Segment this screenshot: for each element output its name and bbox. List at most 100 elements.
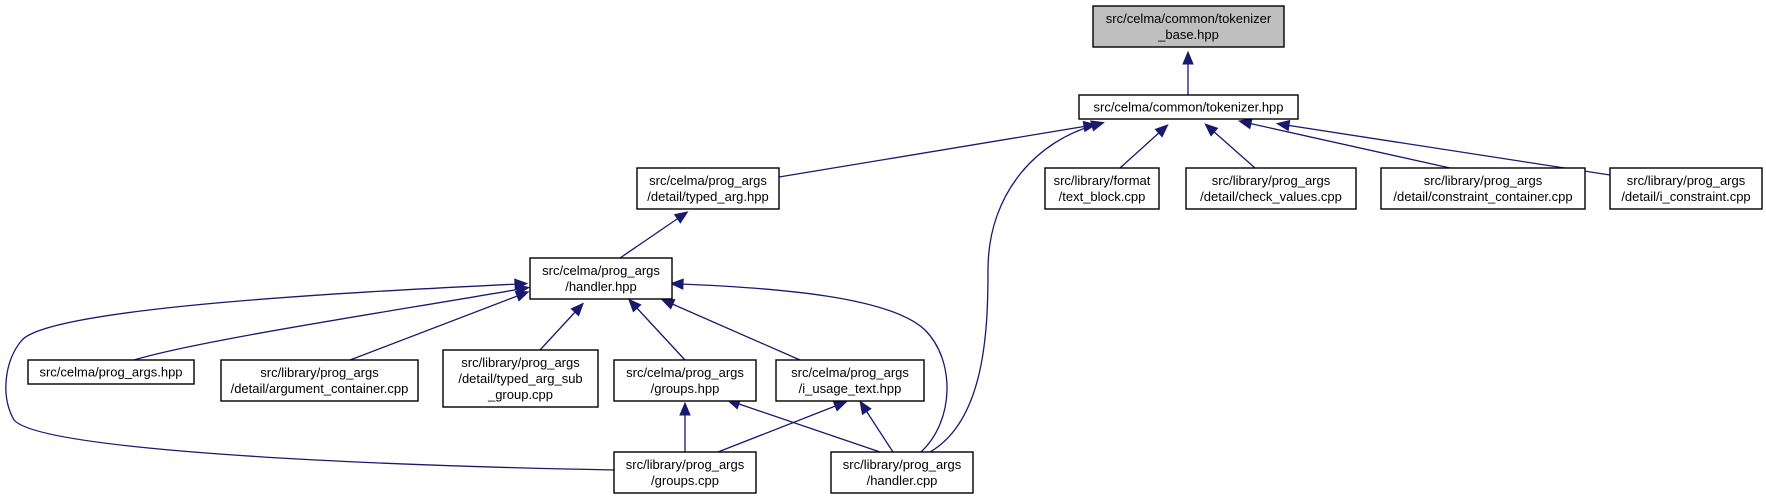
edge-line xyxy=(1285,124,1611,176)
node-box[interactable] xyxy=(27,359,195,385)
node-label-line: src/library/prog_args xyxy=(843,457,962,472)
node-typed-arg[interactable]: src/celma/prog_args/detail/typed_arg.hpp xyxy=(636,167,780,210)
node-i-usage-text[interactable]: src/celma/prog_args/i_usage_text.hpp xyxy=(775,359,925,402)
node-box[interactable] xyxy=(613,451,757,494)
arrowhead xyxy=(1154,124,1169,138)
edge-line xyxy=(717,404,839,453)
node-handler-cpp[interactable]: src/library/prog_args/handler.cpp xyxy=(830,451,974,494)
node-box[interactable] xyxy=(1609,167,1763,210)
edge-i_constraint-to-tokenizer xyxy=(1275,119,1611,176)
edge-prog_args_hpp-to-handler_hpp xyxy=(133,283,531,361)
arrowhead xyxy=(673,211,689,224)
node-box[interactable] xyxy=(1044,167,1160,210)
arrowhead xyxy=(859,400,872,416)
node-label-line: src/celma/prog_args xyxy=(542,263,660,278)
node-label-line: /detail/check_values.cpp xyxy=(1200,189,1342,204)
node-label-line: /groups.hpp xyxy=(651,381,720,396)
node-label-line: /i_usage_text.hpp xyxy=(799,381,902,396)
node-check-values[interactable]: src/library/prog_args/detail/check_value… xyxy=(1185,167,1357,210)
edge-text_block-to-tokenizer xyxy=(1119,124,1169,169)
arrowhead xyxy=(660,298,676,310)
node-label-line: /detail/typed_arg_sub xyxy=(458,371,582,386)
node-label-line: src/library/prog_args xyxy=(260,365,379,380)
edge-line xyxy=(1247,122,1451,169)
node-label-line: _group.cpp xyxy=(487,387,553,402)
edge-groups_hpp-to-handler_hpp xyxy=(628,298,686,361)
edge-line xyxy=(619,216,681,259)
edge-handler_cpp-to-groups_hpp xyxy=(726,398,881,453)
node-box[interactable] xyxy=(613,359,757,402)
node-i-constraint[interactable]: src/library/prog_args/detail/i_constrain… xyxy=(1609,167,1763,210)
arrowhead xyxy=(832,400,848,412)
edge-line xyxy=(864,408,894,453)
arrowhead xyxy=(570,302,584,317)
arrowhead xyxy=(1204,123,1219,137)
edge-argument_container-to-handler_hpp xyxy=(349,290,530,361)
edge-line xyxy=(929,124,1096,453)
node-tokenizer-base[interactable]: src/celma/common/tokenizer_base.hpp xyxy=(1092,5,1285,48)
node-label-line: src/library/prog_args xyxy=(461,355,580,370)
edge-line xyxy=(634,305,686,361)
node-box[interactable] xyxy=(1092,5,1285,48)
arrowhead xyxy=(669,278,684,290)
node-label-line: /detail/argument_container.cpp xyxy=(231,381,409,396)
node-tokenizer[interactable]: src/celma/common/tokenizer.hpp xyxy=(1078,94,1299,120)
edge-constraint_container-to-tokenizer xyxy=(1237,118,1451,169)
edge-handler_cpp-to-i_usage_text xyxy=(859,400,894,453)
arrowhead xyxy=(628,298,642,313)
edge-line xyxy=(679,283,948,453)
node-label-line: /handler.cpp xyxy=(867,473,938,488)
node-label-line: /text_block.cpp xyxy=(1059,189,1146,204)
node-label-line: /detail/constraint_container.cpp xyxy=(1393,189,1572,204)
edge-layer xyxy=(5,50,1611,471)
node-label-line: _base.hpp xyxy=(1157,27,1219,42)
edge-line xyxy=(5,283,615,471)
edge-line xyxy=(735,402,881,453)
node-groups-hpp[interactable]: src/celma/prog_args/groups.hpp xyxy=(613,359,757,402)
node-box[interactable] xyxy=(442,349,599,408)
arrowhead xyxy=(1182,50,1194,65)
node-constraint-container[interactable]: src/library/prog_args/detail/constraint_… xyxy=(1380,167,1586,210)
edge-i_usage_text-to-handler_hpp xyxy=(660,298,801,361)
node-label-line: src/library/format xyxy=(1054,173,1151,188)
edge-check_values-to-tokenizer xyxy=(1204,123,1256,169)
node-label-line: src/celma/prog_args xyxy=(649,173,767,188)
node-box[interactable] xyxy=(529,257,673,300)
node-label-line: /groups.cpp xyxy=(651,473,719,488)
edge-line xyxy=(539,309,578,351)
node-label-line: /handler.hpp xyxy=(565,279,637,294)
arrowhead xyxy=(679,401,691,416)
edge-line xyxy=(669,302,801,361)
node-handler-hpp[interactable]: src/celma/prog_args/handler.hpp xyxy=(529,257,673,300)
node-argument-container[interactable]: src/library/prog_args/detail/argument_co… xyxy=(220,359,419,402)
node-box[interactable] xyxy=(636,167,780,210)
arrowhead xyxy=(1090,120,1105,132)
node-box[interactable] xyxy=(220,359,419,402)
node-box[interactable] xyxy=(1380,167,1586,210)
edge-line xyxy=(1119,130,1162,169)
node-label-line: /detail/typed_arg.hpp xyxy=(647,189,768,204)
node-label-line: src/celma/common/tokenizer.hpp xyxy=(1093,100,1283,115)
arrowhead xyxy=(1275,119,1291,132)
arrowhead xyxy=(1237,118,1253,130)
node-box[interactable] xyxy=(1078,94,1299,120)
node-groups-cpp[interactable]: src/library/prog_args/groups.cpp xyxy=(613,451,757,494)
node-label-line: src/library/prog_args xyxy=(626,457,745,472)
node-box[interactable] xyxy=(1185,167,1357,210)
node-label-line: src/celma/prog_args xyxy=(791,365,909,380)
edge-handler_cpp-to-tokenizer xyxy=(929,120,1105,453)
edge-groups_cpp-to-groups_hpp xyxy=(679,401,691,452)
node-typed-arg-sub-group[interactable]: src/library/prog_args/detail/typed_arg_s… xyxy=(442,349,599,408)
node-label-line: src/library/prog_args xyxy=(1424,173,1543,188)
node-label-line: /detail/i_constraint.cpp xyxy=(1621,189,1750,204)
node-box[interactable] xyxy=(830,451,974,494)
node-label-line: src/celma/common/tokenizer xyxy=(1106,11,1272,26)
node-text-block[interactable]: src/library/format/text_block.cpp xyxy=(1044,167,1160,210)
node-label-line: src/library/prog_args xyxy=(1627,173,1746,188)
edge-handler_cpp-to-handler_hpp xyxy=(669,278,948,453)
node-label-line: src/library/prog_args xyxy=(1212,173,1331,188)
node-prog-args-hpp[interactable]: src/celma/prog_args.hpp xyxy=(27,359,195,385)
node-box[interactable] xyxy=(775,359,925,402)
edge-tokenizer-to-tokenizer_base xyxy=(1182,50,1194,95)
